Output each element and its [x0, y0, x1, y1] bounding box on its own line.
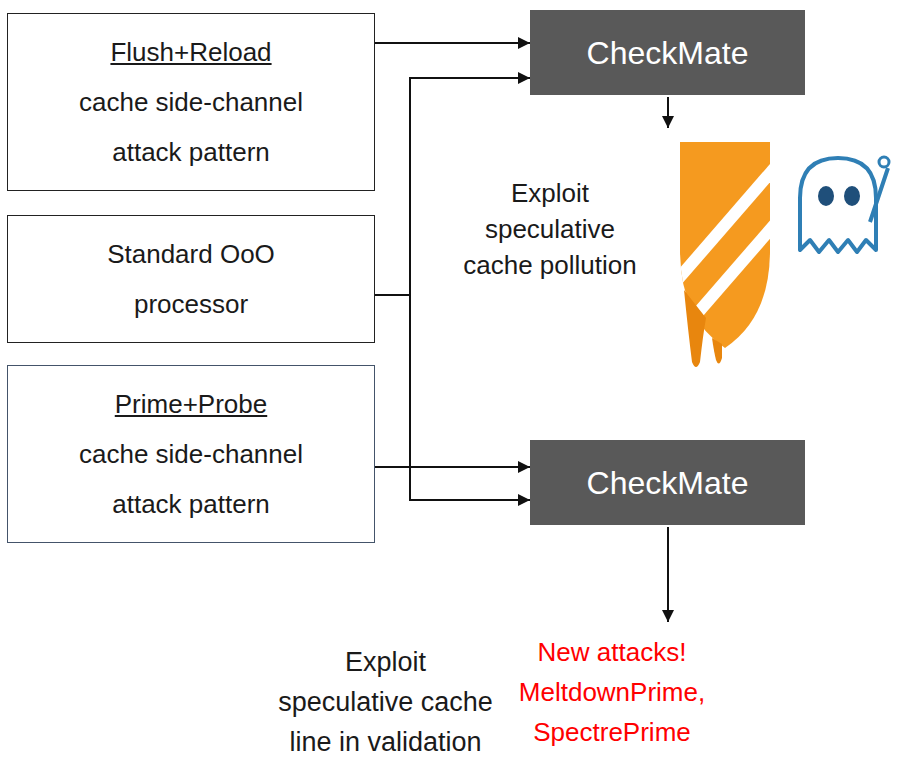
shield-drip [712, 338, 722, 364]
box-text: Standard OoO processor [60, 229, 322, 329]
box-text: CheckMate [587, 463, 749, 503]
flow-arrow [375, 466, 530, 468]
box-text: CheckMate [587, 33, 749, 73]
annotation-text: Exploit speculative cache line in valida… [276, 642, 495, 762]
shield-drip [684, 290, 706, 367]
box-heading: Flush+Reload [110, 27, 271, 77]
ghost-body [800, 158, 876, 252]
pattern-box: Flush+Reloadcache side-channel attack pa… [7, 13, 375, 191]
tool-box: CheckMate [530, 10, 805, 95]
spectre-logo [800, 157, 889, 252]
tool-box: CheckMate [530, 440, 805, 525]
flow-arrow [375, 42, 530, 44]
annotation-text: Exploit speculative cache pollution [452, 175, 648, 283]
result-arrow [667, 97, 669, 128]
box-text: cache side-channel attack pattern [60, 77, 322, 177]
ghost-stick [870, 168, 888, 222]
box-text: cache side-channel attack pattern [60, 429, 322, 529]
meltdown-logo [660, 142, 800, 367]
result-arrow [667, 527, 669, 622]
result-text: New attacks! MeltdownPrime, SpectrePrime [510, 632, 714, 752]
ghost-eye [818, 186, 834, 206]
flow-arrow [375, 295, 530, 500]
pattern-box: Prime+Probecache side-channel attack pat… [7, 365, 375, 543]
ghost-key [879, 157, 889, 167]
ghost-eye [844, 186, 860, 206]
processor-box: Standard OoO processor [7, 215, 375, 343]
box-heading: Prime+Probe [115, 379, 267, 429]
